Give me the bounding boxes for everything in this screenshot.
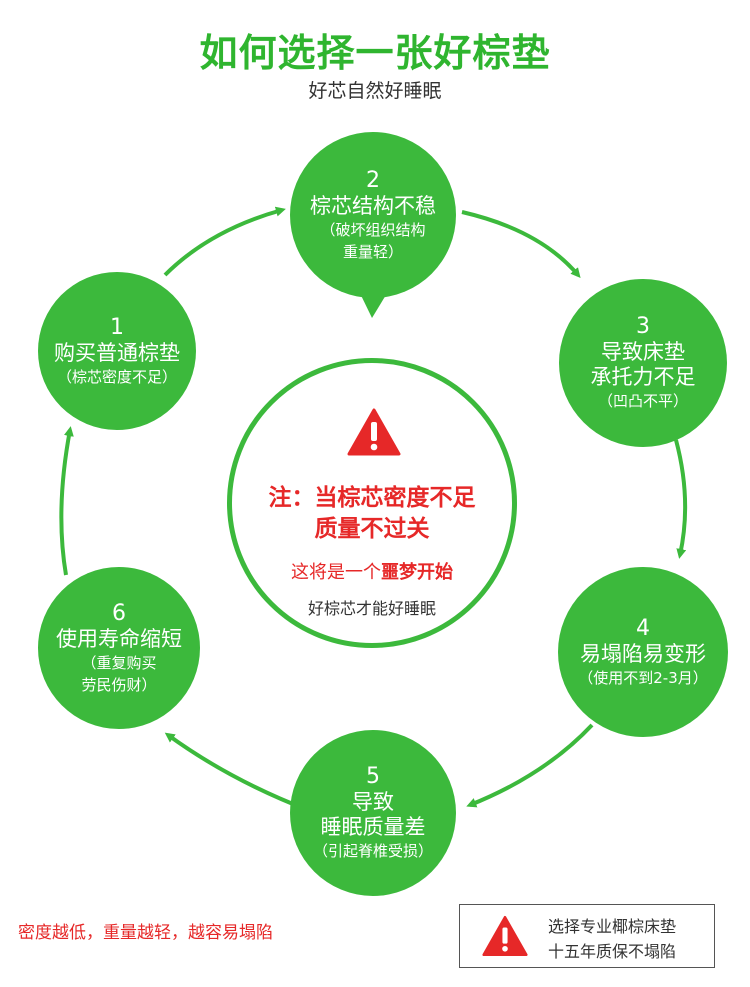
warning-note-line-1: 注：当棕芯密度不足 [268, 485, 476, 511]
arrow-4-to-5 [466, 723, 594, 808]
page-subtitle: 好芯自然好睡眠 [308, 80, 442, 102]
warning-note: 注：当棕芯密度不足 质量不过关 [232, 483, 512, 545]
step-5-circle: 5 导致 睡眠质量差 （引起脊椎受损） [290, 730, 456, 896]
step-1-circle: 1 购买普通棕垫 （棕芯密度不足） [38, 272, 196, 430]
warning-triangle-icon [347, 408, 401, 456]
arrow-3-to-4 [674, 439, 688, 559]
step-sub-text: 劳民伤财） [81, 675, 157, 694]
recommendation-box: 选择专业椰棕床垫 十五年质保不塌陷 [459, 904, 715, 968]
step-sub-text: （破坏组织结构 [320, 220, 426, 239]
arrow-1-to-2 [163, 206, 286, 277]
step-sub-text: （凹凸不平） [597, 392, 688, 410]
step-main-text: 易塌陷易变形 [580, 641, 706, 666]
step-6-circle: 6 使用寿命缩短 （重复购买 劳民伤财） [38, 567, 200, 729]
center-warning-circle: 注：当棕芯密度不足 质量不过关 这将是一个噩梦开始 好棕芯才能好睡眠 [227, 358, 517, 648]
step-2-circle: 2 棕芯结构不稳 （破坏组织结构 重量轻） [290, 132, 456, 298]
arrow-6-to-1 [59, 426, 74, 576]
nightmare-line: 这将是一个噩梦开始 [232, 558, 512, 584]
step-main-text: 导致床垫 [601, 340, 685, 364]
step-number: 3 [636, 314, 650, 339]
warning-triangle-icon [482, 915, 528, 957]
step-main-text: 导致 [352, 790, 394, 814]
step-number: 5 [366, 764, 380, 789]
good-sleep-line: 好棕芯才能好睡眠 [307, 599, 436, 618]
step-number: 1 [110, 314, 124, 340]
step-main-text: 棕芯结构不稳 [310, 193, 436, 218]
step-main-text: 使用寿命缩短 [56, 626, 182, 651]
step-main-text: 睡眠质量差 [320, 815, 426, 839]
nightmare-prefix: 这将是一个 [291, 562, 381, 583]
step-sub-text: （棕芯密度不足） [56, 367, 177, 386]
step-number: 6 [112, 600, 126, 626]
step-sub-text: （引起脊椎受损） [312, 842, 433, 860]
arrow-2-to-3 [461, 210, 581, 279]
step-4-circle: 4 易塌陷易变形 （使用不到2-3月） [558, 567, 728, 737]
step-sub-text: （重复购买 [81, 653, 157, 672]
density-warning-text: 密度越低，重量越轻，越容易塌陷 [18, 923, 273, 943]
page-title: 如何选择一张好棕垫 [199, 31, 551, 75]
recommendation-line-1: 选择专业椰棕床垫 [548, 917, 677, 936]
step-main-text: 购买普通棕垫 [54, 340, 180, 365]
step-number: 2 [366, 167, 380, 193]
nightmare-emphasis: 噩梦开始 [381, 562, 453, 583]
step-main-text: 承托力不足 [590, 365, 696, 389]
recommendation-line-2: 十五年质保不塌陷 [548, 942, 677, 961]
step-sub-text: 重量轻） [342, 242, 403, 261]
step-sub-text: （使用不到2-3月） [578, 668, 708, 687]
step-number: 4 [636, 615, 650, 641]
arrow-5-to-6 [164, 732, 309, 812]
step-3-circle: 3 导致床垫 承托力不足 （凹凸不平） [559, 279, 727, 447]
warning-note-line-2: 质量不过关 [314, 516, 430, 542]
